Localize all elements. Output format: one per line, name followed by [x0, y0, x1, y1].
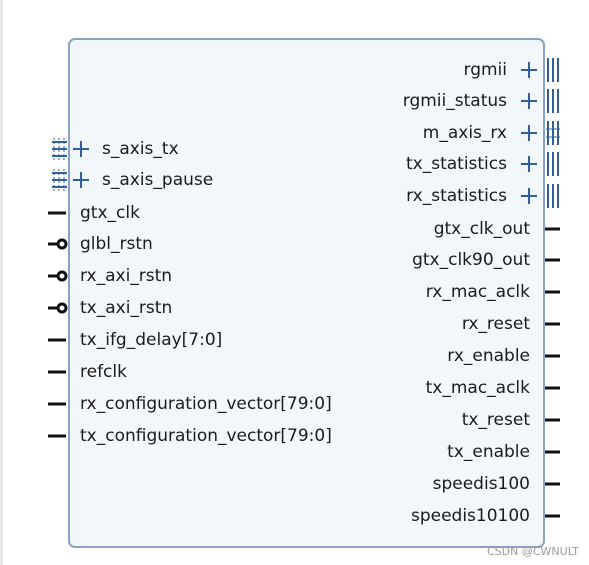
left-port-label-tx-ifg-delay-7-0: tx_ifg_delay[7:0]: [80, 330, 223, 350]
right-bus-stub-rx-statistics[interactable]: [547, 184, 559, 208]
right-bus-expand-rgmii-plus-icon[interactable]: [521, 62, 537, 78]
right-port-label-rgmii-status: rgmii_status: [402, 91, 507, 111]
left-port-label-tx-configuration-vector-79-0: tx_configuration_vector[79:0]: [80, 426, 332, 446]
left-bus-stub-s-axis-pause[interactable]: [52, 169, 67, 191]
right-port-label-rx-enable: rx_enable: [447, 346, 530, 366]
right-bus-expand-rgmii-status-plus-icon[interactable]: [521, 93, 537, 109]
right-port-label-rx-mac-aclk: rx_mac_aclk: [425, 282, 530, 302]
right-bus-expand-tx-statistics-plus-icon[interactable]: [521, 156, 537, 172]
right-port-label-gtx-clk-out: gtx_clk_out: [433, 219, 530, 239]
right-bus-expand-m-axis-rx-plus-icon[interactable]: [521, 125, 537, 141]
right-port-label-m-axis-rx: m_axis_rx: [422, 123, 507, 143]
left-port-label-refclk: refclk: [80, 362, 127, 382]
right-bus-stub-m-axis-rx[interactable]: [546, 121, 560, 145]
left-port-label-gtx-clk: gtx_clk: [80, 203, 140, 223]
right-port-label-rx-reset: rx_reset: [461, 314, 530, 334]
left-port-stub-rx-axi-rstn[interactable]: [48, 270, 68, 282]
canvas-left-border: [0, 0, 3, 565]
ip-block[interactable]: [68, 38, 545, 548]
right-port-label-speedis100: speedis100: [432, 474, 530, 494]
left-port-label-glbl-rstn: glbl_rstn: [80, 234, 153, 254]
left-bus-expand-s-axis-tx-plus-icon[interactable]: [73, 141, 89, 157]
watermark-text: CSDN @CWNULT: [487, 545, 580, 558]
left-port-stub-tx-axi-rstn[interactable]: [48, 302, 68, 314]
right-bus-expand-rx-statistics-plus-icon[interactable]: [521, 188, 537, 204]
right-port-label-tx-mac-aclk: tx_mac_aclk: [425, 378, 530, 398]
right-bus-stub-rgmii-status[interactable]: [547, 89, 559, 113]
left-port-label-s-axis-tx: s_axis_tx: [102, 139, 179, 159]
right-port-label-tx-statistics: tx_statistics: [405, 154, 507, 174]
right-port-label-tx-enable: tx_enable: [447, 442, 530, 462]
left-port-label-s-axis-pause: s_axis_pause: [102, 170, 214, 190]
left-bus-stub-s-axis-tx[interactable]: [52, 138, 67, 160]
left-port-label-rx-configuration-vector-79-0: rx_configuration_vector[79:0]: [80, 394, 332, 414]
left-port-stub-glbl-rstn[interactable]: [48, 238, 68, 250]
left-port-label-tx-axi-rstn: tx_axi_rstn: [80, 298, 173, 318]
left-bus-expand-s-axis-pause-plus-icon[interactable]: [73, 172, 89, 188]
left-port-label-rx-axi-rstn: rx_axi_rstn: [80, 266, 173, 286]
right-port-label-speedis10100: speedis10100: [410, 506, 530, 526]
right-port-label-rgmii: rgmii: [463, 60, 508, 80]
right-port-label-gtx-clk90-out: gtx_clk90_out: [412, 250, 530, 270]
right-bus-stub-tx-statistics[interactable]: [547, 152, 559, 176]
right-bus-stub-rgmii[interactable]: [547, 58, 559, 82]
right-port-label-tx-reset: tx_reset: [461, 410, 530, 430]
right-port-label-rx-statistics: rx_statistics: [406, 186, 507, 206]
